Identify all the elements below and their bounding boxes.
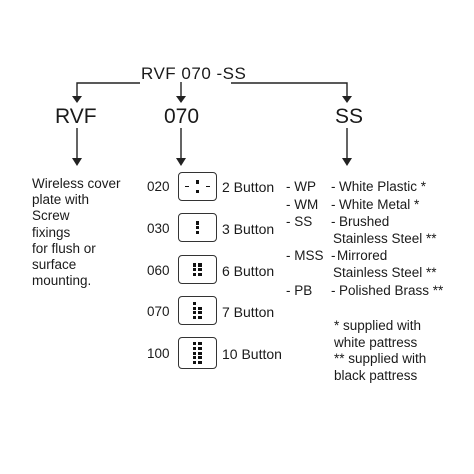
arrowhead-ss [342, 96, 352, 103]
option-label: 7 Button [222, 304, 275, 320]
note-line: * supplied with [334, 318, 422, 333]
button-dot [192, 342, 197, 346]
finish-name: Stainless Steel ** [333, 265, 437, 280]
button-dot [192, 360, 197, 364]
pattress-notes: * supplied with white pattress ** suppli… [334, 318, 426, 384]
option-code: 100 [147, 346, 170, 361]
finish-row: - MSS-Mirrored [286, 248, 387, 263]
finish-code: - MSS [286, 248, 324, 263]
finish-sep: - [331, 248, 336, 263]
button-dot [198, 351, 202, 355]
option-label: 6 Button [222, 263, 275, 279]
finish-row: Stainless Steel ** [286, 265, 437, 280]
button-dot [198, 346, 202, 351]
button-dot [198, 263, 202, 267]
description-line: mounting. [32, 273, 92, 289]
finish-row: - WM-White Metal * [286, 197, 419, 212]
finish-code: - SS [286, 214, 313, 229]
plate-3-button-icon [178, 213, 217, 242]
note-line: white pattress [334, 334, 418, 350]
heading-ss: SS [335, 105, 364, 128]
button-dot [192, 306, 197, 310]
finish-name: Brushed [339, 214, 390, 229]
side-mark [206, 185, 210, 188]
finish-name: Stainless Steel ** [333, 231, 437, 246]
side-mark [185, 185, 189, 188]
arrowhead-070-lower [176, 158, 186, 166]
finish-code: - WM [286, 197, 319, 212]
option-label: 2 Button [222, 179, 275, 195]
finish-name: White Metal * [339, 197, 420, 212]
heading-070: 070 [164, 105, 200, 128]
finish-sep: - [331, 197, 336, 212]
option-code: 060 [147, 263, 170, 278]
button-dot [195, 226, 200, 230]
button-dot [195, 221, 200, 225]
finish-row: - PB -Polished Brass ** [286, 283, 443, 298]
button-dot [192, 272, 197, 276]
finish-code: - PB [286, 283, 313, 298]
finish-name: Polished Brass ** [339, 283, 444, 298]
option-code: 030 [147, 221, 170, 236]
description-line: Screw [32, 208, 70, 224]
button-dot [192, 315, 197, 320]
button-dot [198, 360, 202, 364]
plate-10-button-icon [178, 337, 217, 369]
note-line: black pattress [334, 367, 418, 383]
button-dot [195, 230, 200, 234]
arrowhead-ss-lower [342, 158, 352, 166]
finish-row: Stainless Steel ** [286, 231, 437, 246]
description-line: fixings [32, 224, 71, 240]
option-label: 10 Button [222, 346, 282, 362]
finish-row: - WP-White Plastic * [286, 179, 426, 194]
heading-rvf: RVF [55, 105, 97, 128]
finish-row: - SS -Brushed [286, 214, 389, 229]
description-line: plate with [32, 192, 90, 208]
finish-name: Mirrored [337, 248, 388, 263]
plate-2-button-icon [178, 172, 217, 201]
button-dot [198, 311, 202, 315]
arrowhead-rvf-lower [72, 158, 82, 166]
finish-sep: - [331, 283, 336, 298]
button-dot [198, 306, 202, 310]
button-dot [192, 302, 197, 306]
description-line: Wireless cover [32, 176, 121, 191]
button-dot [192, 351, 197, 355]
option-code: 070 [147, 304, 170, 319]
plate-7-button-icon [178, 296, 217, 325]
button-dot [195, 180, 200, 184]
rvf-description: Wireless cover plate with Screw fixings … [32, 176, 142, 289]
finish-code: - WP [286, 179, 316, 194]
description-line: surface [32, 257, 77, 273]
button-dot [198, 342, 202, 346]
button-dot [192, 346, 197, 351]
button-dot [195, 189, 200, 193]
button-dot [192, 263, 197, 267]
finish-sep: - [331, 179, 336, 194]
finish-name: White Plastic * [339, 179, 427, 194]
connector-rvf [76, 82, 140, 98]
button-dot [198, 268, 202, 272]
button-dot [198, 315, 202, 320]
arrowhead-070 [176, 96, 186, 103]
button-dot [198, 272, 202, 276]
option-code: 020 [147, 179, 170, 194]
connector-ss [231, 82, 348, 98]
finish-sep: - [331, 214, 336, 229]
button-dot [192, 311, 197, 315]
arrowhead-rvf [72, 96, 82, 103]
button-dot [192, 356, 197, 360]
plate-6-button-icon [178, 255, 217, 284]
button-dot [192, 268, 197, 272]
button-dot [198, 356, 202, 360]
description-line: for flush or [32, 240, 96, 256]
option-label: 3 Button [222, 221, 275, 237]
note-line: ** supplied with [334, 351, 427, 366]
model-code: RVF 070 -SS [141, 64, 247, 83]
